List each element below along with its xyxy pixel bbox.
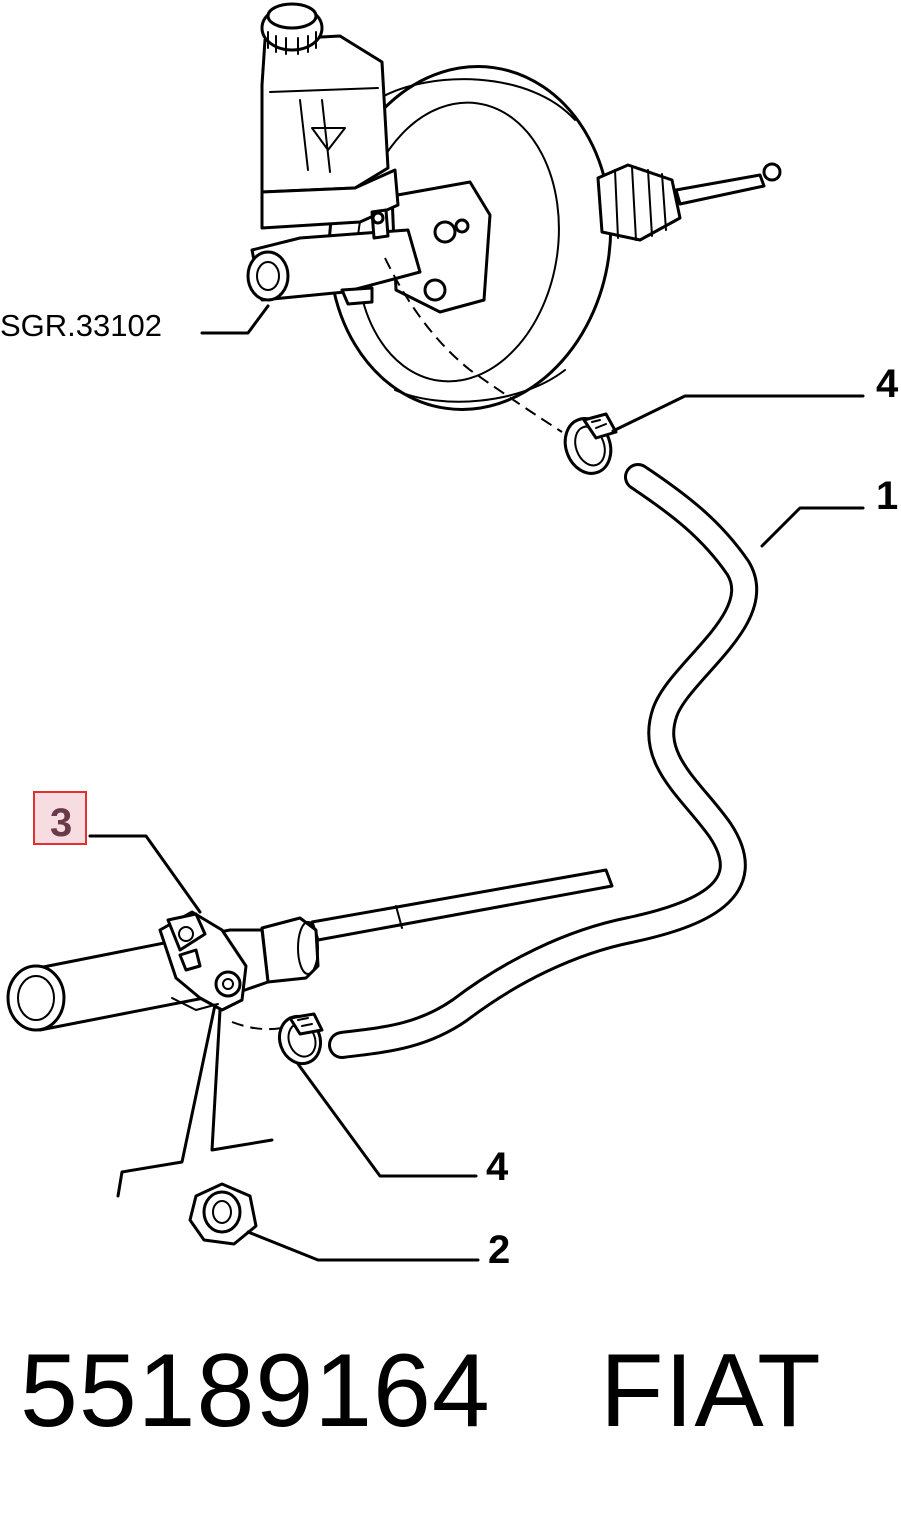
- reference-leader: [200, 304, 270, 335]
- callout-4-top: 4: [876, 362, 899, 406]
- brand-name: FIAT: [600, 1333, 822, 1449]
- leader-nut: [246, 1230, 480, 1262]
- leader-clamp-top: [611, 394, 865, 433]
- vacuum-hose: [328, 463, 759, 1059]
- stud-outline: [116, 1003, 217, 1198]
- leader-clamp-bottom: [296, 1062, 478, 1178]
- highlight-box: [33, 791, 87, 845]
- vacuum-fitting: [6, 868, 614, 1032]
- vacuum-path-bottom: [231, 1021, 283, 1031]
- callout-3-highlight[interactable]: 3: [33, 791, 87, 845]
- reference-label: SGR.33102: [0, 308, 162, 343]
- vacuum-path-top: [384, 257, 563, 433]
- callout-1: 1: [876, 474, 898, 518]
- brake-booster: [327, 65, 782, 411]
- callout-2: 2: [488, 1228, 510, 1272]
- hose-clamp-bottom: [277, 1012, 324, 1066]
- leader-fitting: [88, 834, 202, 914]
- lock-nut: [188, 1182, 258, 1246]
- stud-outline-2: [210, 1008, 274, 1152]
- part-number: 55189164: [20, 1333, 491, 1449]
- callout-3: 3: [50, 801, 72, 845]
- hose-clamp-top: [563, 412, 618, 475]
- master-cylinder: [246, 2, 422, 306]
- leader-hose: [760, 506, 865, 548]
- callout-4-bottom: 4: [486, 1145, 509, 1189]
